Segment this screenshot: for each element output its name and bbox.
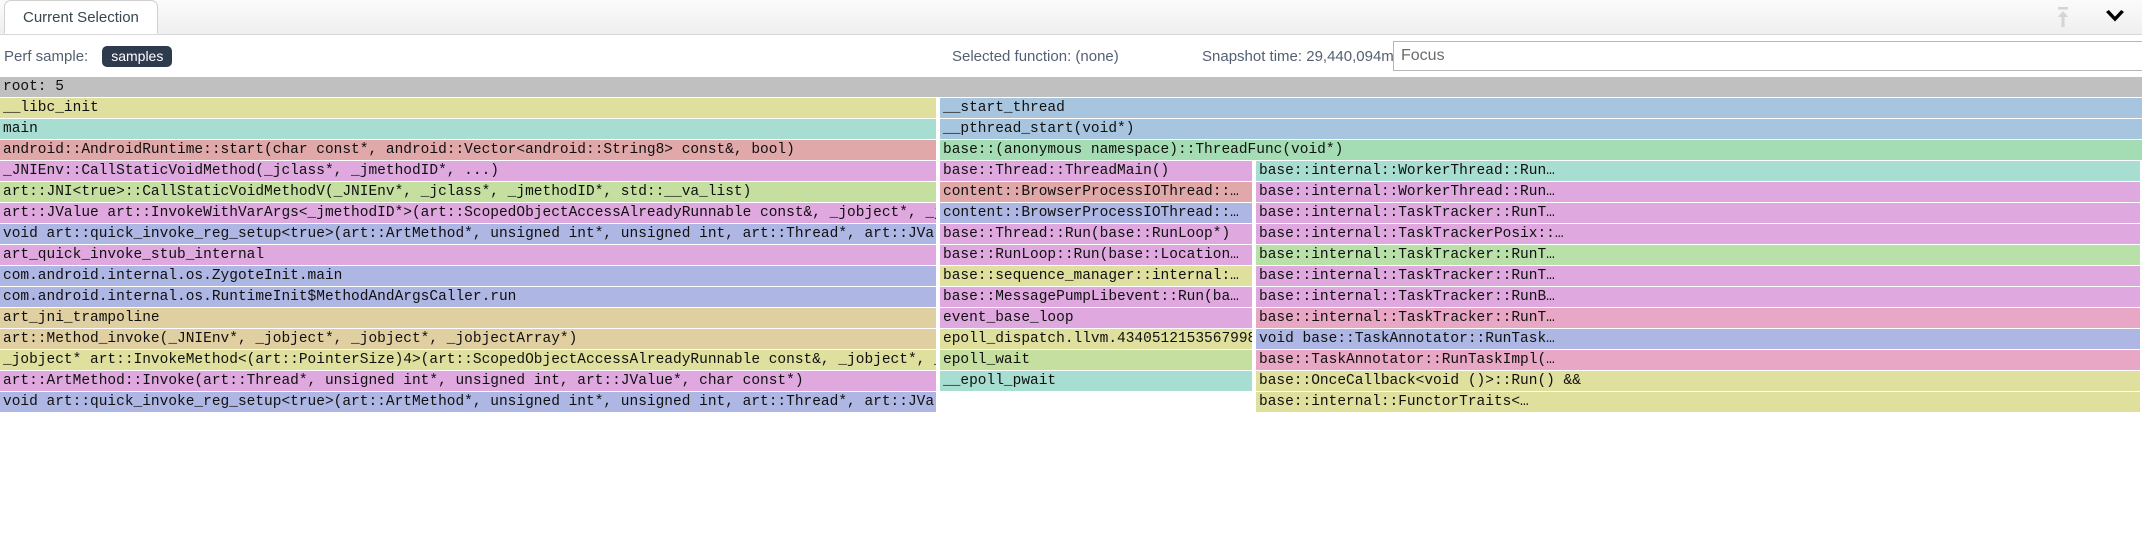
flame-frame[interactable]: art_jni_trampoline [0,308,936,328]
flame-frame[interactable]: com.android.internal.os.ZygoteInit.main [0,266,936,286]
flame-frame[interactable]: base::internal::TaskTracker::RunT… [1256,266,2140,286]
flame-frame[interactable]: void art::quick_invoke_reg_setup<true>(a… [0,392,936,412]
flame-frame[interactable]: art_quick_invoke_stub_internal [0,245,936,265]
flame-frame[interactable]: void art::quick_invoke_reg_setup<true>(a… [0,224,936,244]
flame-frame[interactable]: base::RunLoop::Run(base::Location… [940,245,1252,265]
flame-frame[interactable]: epoll_wait [940,350,1252,370]
flame-frame[interactable]: base::internal::FunctorTraits<… [1256,392,2140,412]
flame-frame[interactable]: __start_thread [940,98,2142,118]
flame-frame[interactable]: art::Method_invoke(_JNIEnv*, _jobject*, … [0,329,936,349]
flame-frame[interactable]: base::internal::WorkerThread::Run… [1256,161,2140,181]
flame-frame[interactable]: void base::TaskAnnotator::RunTask… [1256,329,2140,349]
flame-frame[interactable]: epoll_dispatch.llvm.434051215356799824 [940,329,1252,349]
flame-frame[interactable]: main [0,119,936,139]
flame-frame[interactable]: base::Thread::Run(base::RunLoop*) [940,224,1252,244]
flame-frame[interactable]: base::internal::TaskTracker::RunT… [1256,308,2140,328]
flame-frame[interactable]: base::internal::TaskTracker::RunT… [1256,245,2140,265]
flame-frame[interactable]: art::JValue art::InvokeWithVarArgs<_jmet… [0,203,936,223]
toolbar: Perf sample: samples Selected function: … [0,35,2142,77]
flame-frame[interactable]: base::OnceCallback<void ()>::Run() && [1256,371,2140,391]
tab-strip: Current Selection [0,0,2142,35]
flame-frame[interactable]: event_base_loop [940,308,1252,328]
flame-frame[interactable]: base::TaskAnnotator::RunTaskImpl(… [1256,350,2140,370]
flame-frame[interactable]: art::JNI<true>::CallStaticVoidMethodV(_J… [0,182,936,202]
flame-frame[interactable]: base::internal::TaskTracker::RunT… [1256,203,2140,223]
flame-frame[interactable]: base::internal::TaskTracker::RunB… [1256,287,2140,307]
upload-icon[interactable] [2050,4,2076,30]
tab-strip-actions [2050,0,2142,34]
flame-frame[interactable]: base::internal::WorkerThread::Run… [1256,182,2140,202]
selected-function-label: Selected function: (none) [952,47,1119,65]
samples-pill[interactable]: samples [102,45,173,67]
flame-frame[interactable]: content::BrowserProcessIOThread::… [940,182,1252,202]
flame-frame[interactable]: content::BrowserProcessIOThread::… [940,203,1252,223]
flame-frame[interactable]: __epoll_pwait [940,371,1252,391]
flame-frame[interactable]: android::AndroidRuntime::start(char cons… [0,140,936,160]
flame-frame[interactable]: base::internal::TaskTrackerPosix::… [1256,224,2140,244]
flame-frame[interactable]: base::MessagePumpLibevent::Run(ba… [940,287,1252,307]
tab-current-selection[interactable]: Current Selection [4,0,158,34]
focus-input[interactable] [1393,41,2142,71]
flame-frame[interactable]: __pthread_start(void*) [940,119,2142,139]
chevron-down-icon[interactable] [2102,4,2128,30]
flame-frame[interactable]: __libc_init [0,98,936,118]
flame-frame[interactable]: base::Thread::ThreadMain() [940,161,1252,181]
tab-label: Current Selection [23,8,139,26]
flame-frame[interactable]: _JNIEnv::CallStaticVoidMethod(_jclass*, … [0,161,936,181]
flame-frame[interactable]: com.android.internal.os.RuntimeInit$Meth… [0,287,936,307]
flame-frame[interactable]: _jobject* art::InvokeMethod<(art::Pointe… [0,350,936,370]
perf-sample-label: Perf sample: [4,47,89,65]
flame-frame[interactable]: root: 5 [0,77,2142,97]
flame-frame[interactable]: base::sequence_manager::internal:… [940,266,1252,286]
flame-frame[interactable]: base::(anonymous namespace)::ThreadFunc(… [940,140,2142,160]
flame-frame[interactable]: art::ArtMethod::Invoke(art::Thread*, uns… [0,371,936,391]
snapshot-time-label: Snapshot time: 29,440,094m 59s [1202,47,1423,65]
